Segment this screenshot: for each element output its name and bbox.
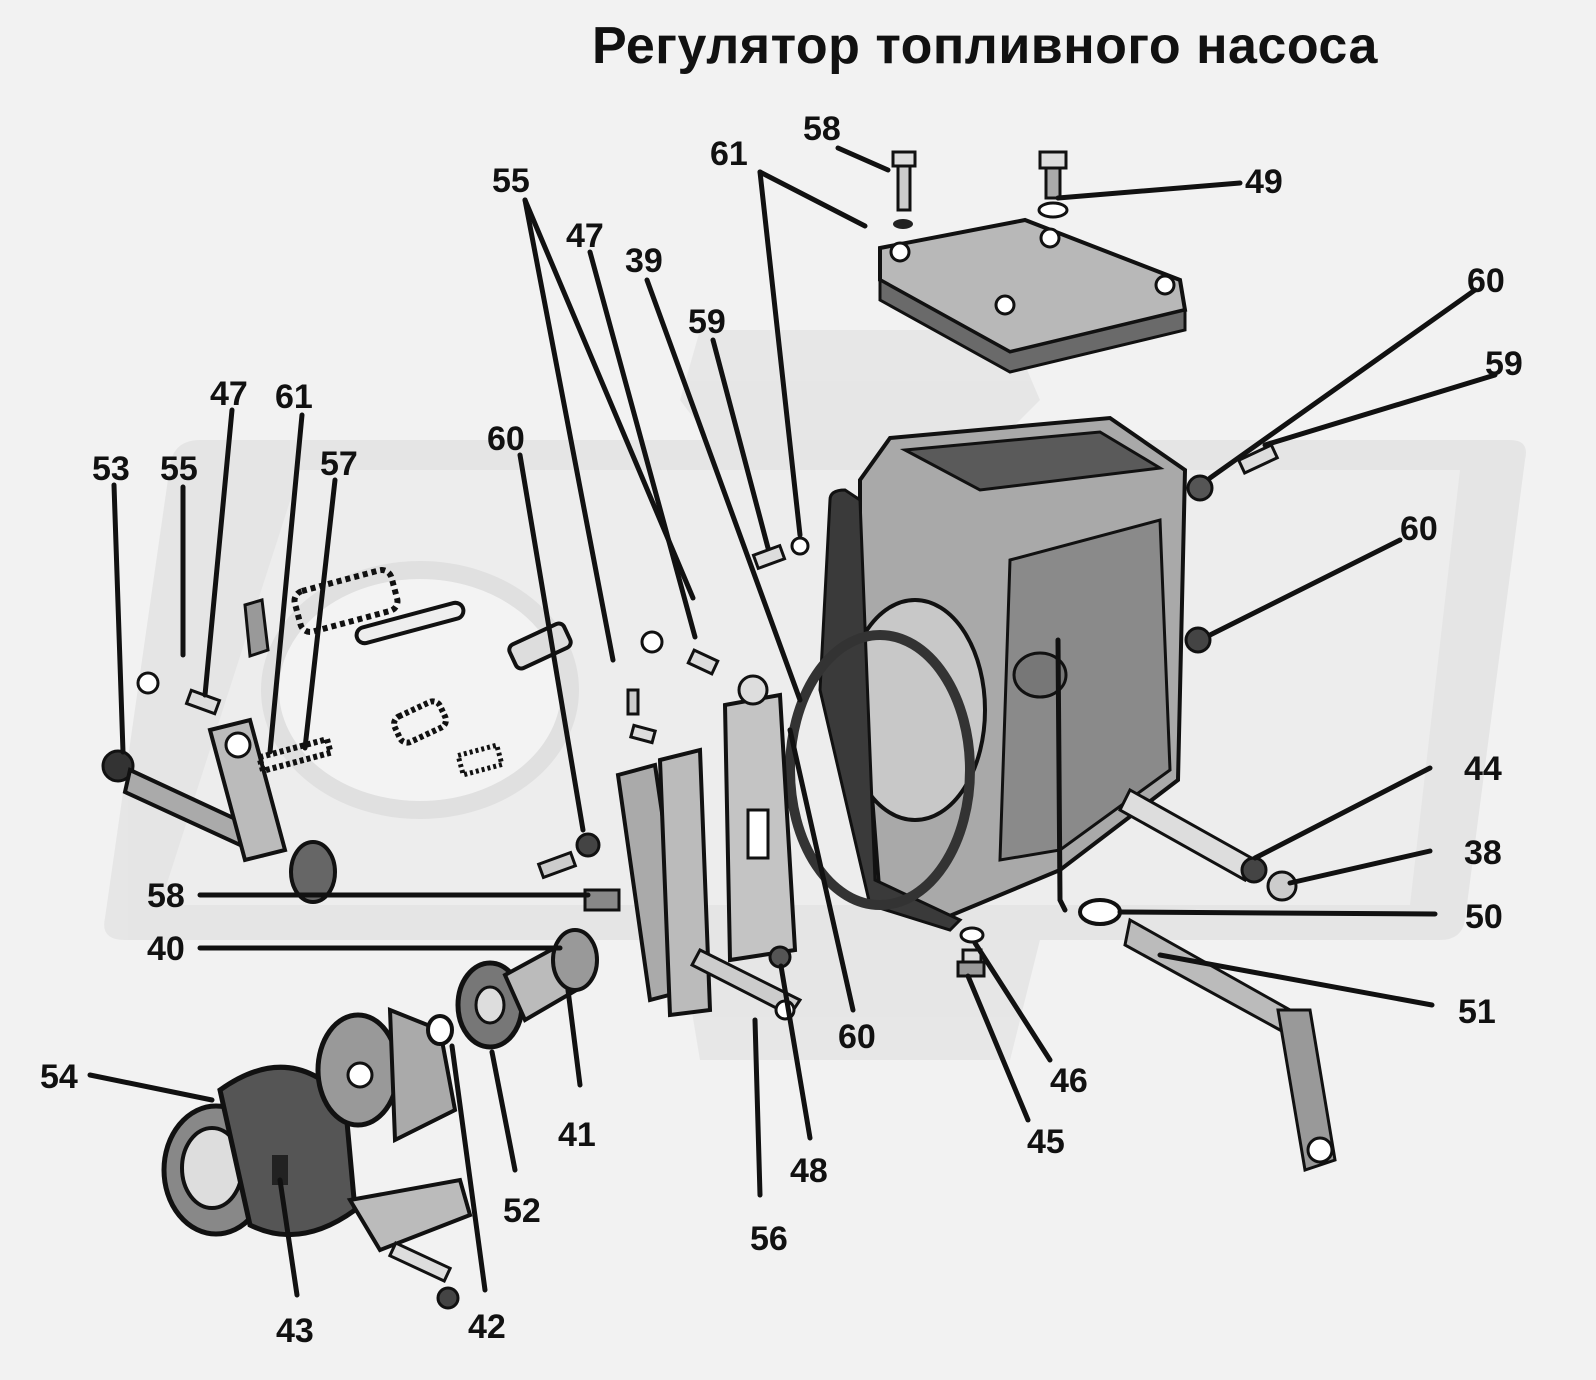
callout-51: 51 xyxy=(1458,993,1496,1031)
callout-50: 50 xyxy=(1465,898,1503,936)
callout-57: 57 xyxy=(320,445,358,483)
pins-and-bolts-center xyxy=(536,443,1280,912)
left-lever-mechanism xyxy=(101,598,337,904)
regulator-housing xyxy=(843,415,1188,923)
callout-59-right: 59 xyxy=(1485,345,1523,383)
callout-55-center: 55 xyxy=(492,162,530,200)
diagram-title: Регулятор топливного насоса xyxy=(592,17,1378,75)
housing-gasket xyxy=(785,488,975,932)
callout-38: 38 xyxy=(1464,834,1502,872)
callout-39: 39 xyxy=(625,242,663,280)
callout-45: 45 xyxy=(1027,1123,1065,1161)
bolt-58-top xyxy=(891,150,917,229)
callout-52: 52 xyxy=(503,1192,541,1230)
springs xyxy=(255,567,573,778)
callout-41: 41 xyxy=(558,1116,596,1154)
callout-47-left: 47 xyxy=(210,375,248,413)
lever-plates xyxy=(615,674,803,1021)
callout-60-right: 60 xyxy=(1400,510,1438,548)
cover-plate xyxy=(878,217,1188,374)
callout-61-top: 61 xyxy=(710,135,748,173)
sleeve-52-41 xyxy=(426,928,599,1050)
callout-46: 46 xyxy=(1050,1062,1088,1100)
callout-58-left: 58 xyxy=(147,877,185,915)
bolt-45-46 xyxy=(956,926,986,978)
callout-54: 54 xyxy=(40,1058,78,1096)
callout-labels: 58 61 49 55 47 39 59 60 59 47 61 53 55 5… xyxy=(40,110,1523,1350)
callout-55-left: 55 xyxy=(160,450,198,488)
callout-44: 44 xyxy=(1464,750,1502,788)
callout-60-bottom: 60 xyxy=(838,1018,876,1056)
lever-51 xyxy=(1078,898,1337,1172)
leader-lines xyxy=(87,145,1498,1298)
callout-49: 49 xyxy=(1245,163,1283,201)
callout-56: 56 xyxy=(750,1220,788,1258)
callout-60-center: 60 xyxy=(487,420,525,458)
plug-49 xyxy=(1037,150,1069,219)
callout-58-top: 58 xyxy=(803,110,841,148)
callout-60-top-right: 60 xyxy=(1467,262,1505,300)
callout-61-left: 61 xyxy=(275,378,313,416)
shaft-assembly-44-38 xyxy=(1118,787,1298,902)
drive-coupling-assembly xyxy=(161,1006,473,1310)
callout-43: 43 xyxy=(276,1312,314,1350)
callout-48: 48 xyxy=(790,1152,828,1190)
callout-53: 53 xyxy=(92,450,130,488)
callout-40: 40 xyxy=(147,930,185,968)
callout-59-center: 59 xyxy=(688,303,726,341)
callout-42: 42 xyxy=(468,1308,506,1346)
callout-47-center: 47 xyxy=(566,217,604,255)
